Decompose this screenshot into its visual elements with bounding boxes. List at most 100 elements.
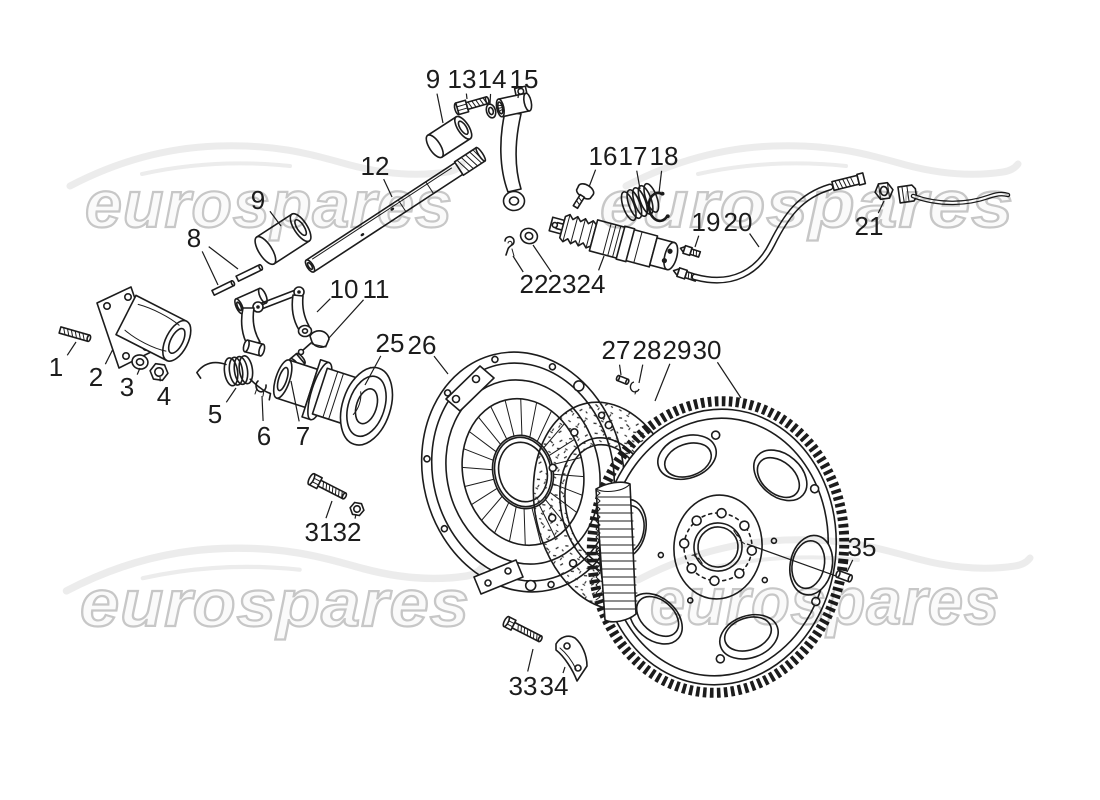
callout-label-6[interactable]: 6 <box>257 421 271 451</box>
callout-label-11[interactable]: 11 <box>363 274 390 304</box>
part-circlip-18 <box>647 191 670 223</box>
callout-label-29[interactable]: 29 <box>663 335 692 365</box>
part-bushing-9a <box>254 212 312 266</box>
leader-line <box>527 648 534 672</box>
part-fitting-19a <box>679 244 702 258</box>
leader-line <box>436 93 444 124</box>
callout-label-4[interactable]: 4 <box>157 381 171 411</box>
leader-line <box>749 233 760 248</box>
callout-label-30[interactable]: 30 <box>693 335 722 365</box>
leader-line <box>104 348 114 365</box>
callout-label-22[interactable]: 22 <box>520 269 549 299</box>
part-disc-hub-29 <box>595 481 638 623</box>
callout-label-5[interactable]: 5 <box>208 399 222 429</box>
callout-label-8[interactable]: 8 <box>187 223 201 253</box>
callout-label-9[interactable]: 9 <box>426 64 440 94</box>
reference-line <box>746 543 837 577</box>
part-lock-plate-34 <box>555 635 588 682</box>
leader-line <box>316 298 331 313</box>
leader-line <box>325 500 333 519</box>
callout-label-35[interactable]: 35 <box>848 532 877 562</box>
part-washer-23 <box>519 227 539 245</box>
eurospares-watermark: eurospares <box>600 167 1014 241</box>
leader-line <box>517 93 520 99</box>
leader-line <box>328 299 364 339</box>
part-union-nut-21 <box>874 181 1011 206</box>
part-pin-27 <box>615 374 630 386</box>
leader-line <box>638 364 644 384</box>
callout-label-33[interactable]: 33 <box>509 671 538 701</box>
callout-label-15[interactable]: 15 <box>510 64 539 94</box>
callout-label-27[interactable]: 27 <box>602 335 631 365</box>
leader-line <box>201 251 219 286</box>
part-fork-10 <box>234 286 313 357</box>
leader-line <box>364 355 382 386</box>
callout-label-32[interactable]: 32 <box>333 517 362 547</box>
leader-line <box>846 559 854 573</box>
leader-line <box>354 513 357 519</box>
callout-label-7[interactable]: 7 <box>296 421 310 451</box>
part-guide-tube-2 <box>96 286 192 369</box>
callout-label-18[interactable]: 18 <box>650 141 679 171</box>
part-clip-6 <box>254 380 267 397</box>
part-bushing-9b <box>425 115 473 159</box>
part-knob-11 <box>297 330 330 356</box>
part-lever-15 <box>495 85 533 212</box>
part-hose-20 <box>691 172 867 284</box>
leader-line <box>636 170 641 190</box>
callout-label-28[interactable]: 28 <box>633 335 662 365</box>
callout-label-23[interactable]: 23 <box>548 269 577 299</box>
callout-label-17[interactable]: 17 <box>619 141 648 171</box>
leader-line <box>618 364 622 376</box>
leader-line <box>66 341 77 356</box>
part-torsion-spring-5 <box>196 355 272 401</box>
leader-line <box>658 170 663 194</box>
leader-line <box>383 178 393 198</box>
eurospares-watermark: eurospares <box>80 566 470 640</box>
part-dowel-pin-35 <box>835 569 854 583</box>
leader-line <box>716 361 742 399</box>
callout-label-31[interactable]: 31 <box>305 517 334 547</box>
leader-line <box>465 93 468 100</box>
callout-label-21[interactable]: 21 <box>855 211 884 241</box>
callout-label-24[interactable]: 24 <box>577 269 606 299</box>
part-bleed-screw-16 <box>572 183 595 210</box>
leader-line <box>512 255 524 273</box>
callout-label-14[interactable]: 14 <box>478 64 507 94</box>
part-slave-cylinder-24 <box>548 213 679 271</box>
callout-label-12[interactable]: 12 <box>361 151 390 181</box>
linkage-group <box>58 85 1011 401</box>
eurospares-watermark: eurospares <box>85 167 453 241</box>
part-release-bearing-25 <box>272 358 394 446</box>
part-bolt-13 <box>453 96 490 116</box>
part-pin-8b <box>211 279 236 296</box>
part-clip-22 <box>504 235 515 257</box>
callout-label-13[interactable]: 13 <box>448 64 477 94</box>
callout-label-3[interactable]: 3 <box>120 372 134 402</box>
leader-line <box>269 210 282 227</box>
leader-line <box>694 235 700 248</box>
callout-label-25[interactable]: 25 <box>376 328 405 358</box>
callout-label-9[interactable]: 9 <box>251 185 265 215</box>
watermark-layer: eurospares eurospares eurospares eurospa… <box>66 146 1030 641</box>
callout-label-19[interactable]: 19 <box>692 207 721 237</box>
part-nut-4 <box>149 362 169 382</box>
leader-line <box>532 244 552 273</box>
part-cross-shaft-12 <box>304 146 487 273</box>
callout-label-20[interactable]: 20 <box>724 207 753 237</box>
leader-line <box>598 255 605 271</box>
part-bolt-31 <box>307 472 348 500</box>
callout-label-2[interactable]: 2 <box>89 362 103 392</box>
leader-line <box>136 367 141 375</box>
leader-line <box>588 169 597 188</box>
callout-label-34[interactable]: 34 <box>540 671 569 701</box>
callout-label-26[interactable]: 26 <box>408 330 437 360</box>
callout-label-1[interactable]: 1 <box>49 352 63 382</box>
leader-line <box>877 200 885 214</box>
callout-label-16[interactable]: 16 <box>589 141 618 171</box>
callout-label-10[interactable]: 10 <box>330 274 359 304</box>
leader-line <box>562 666 566 674</box>
leader-line <box>208 246 239 270</box>
leader-line <box>433 355 449 375</box>
